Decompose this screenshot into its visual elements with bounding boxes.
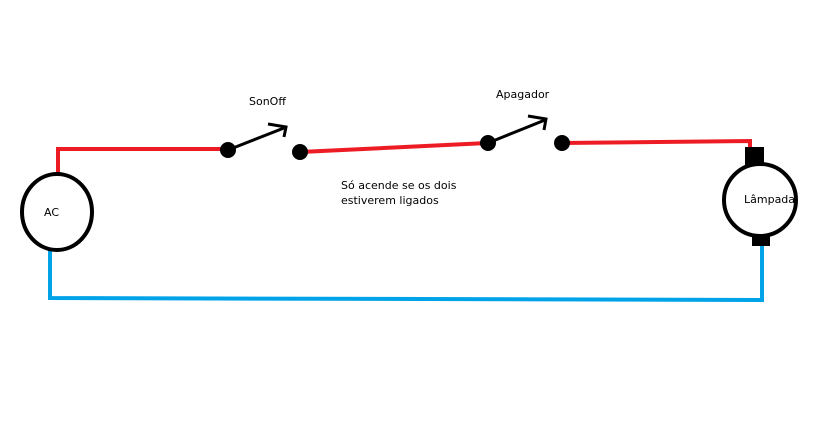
lamp-body <box>722 162 798 238</box>
apagador-terminal-right <box>554 135 570 151</box>
phase-wire <box>56 138 752 176</box>
neutral-wire <box>48 238 764 303</box>
sonoff-lever-hook <box>267 122 288 138</box>
phase-wire-ac-to-sonoff <box>56 147 230 176</box>
circuit-note: Só acende se os dois estiverem ligados <box>341 178 456 208</box>
apagador-lever-hook <box>527 114 548 131</box>
ac-label: AC <box>44 206 60 219</box>
sonoff-label: SonOff <box>249 95 286 108</box>
ac-source <box>20 172 94 252</box>
phase-wire-apagador-to-lamp <box>559 138 752 151</box>
sonoff-terminal-right <box>292 144 308 160</box>
phase-wire-sonoff-to-apagador <box>297 140 491 155</box>
sonoff-lever <box>227 126 285 152</box>
lamp <box>722 147 798 246</box>
circuit-note-line-2: estiverem ligados <box>341 194 439 207</box>
sonoff-switch <box>220 122 308 160</box>
circuit-note-line-1: Só acende se os dois <box>341 179 457 192</box>
lampada-label: Lâmpada <box>744 193 796 206</box>
apagador-lever <box>487 118 546 145</box>
apagador-label: Apagador <box>496 88 550 101</box>
apagador-switch <box>480 114 570 151</box>
